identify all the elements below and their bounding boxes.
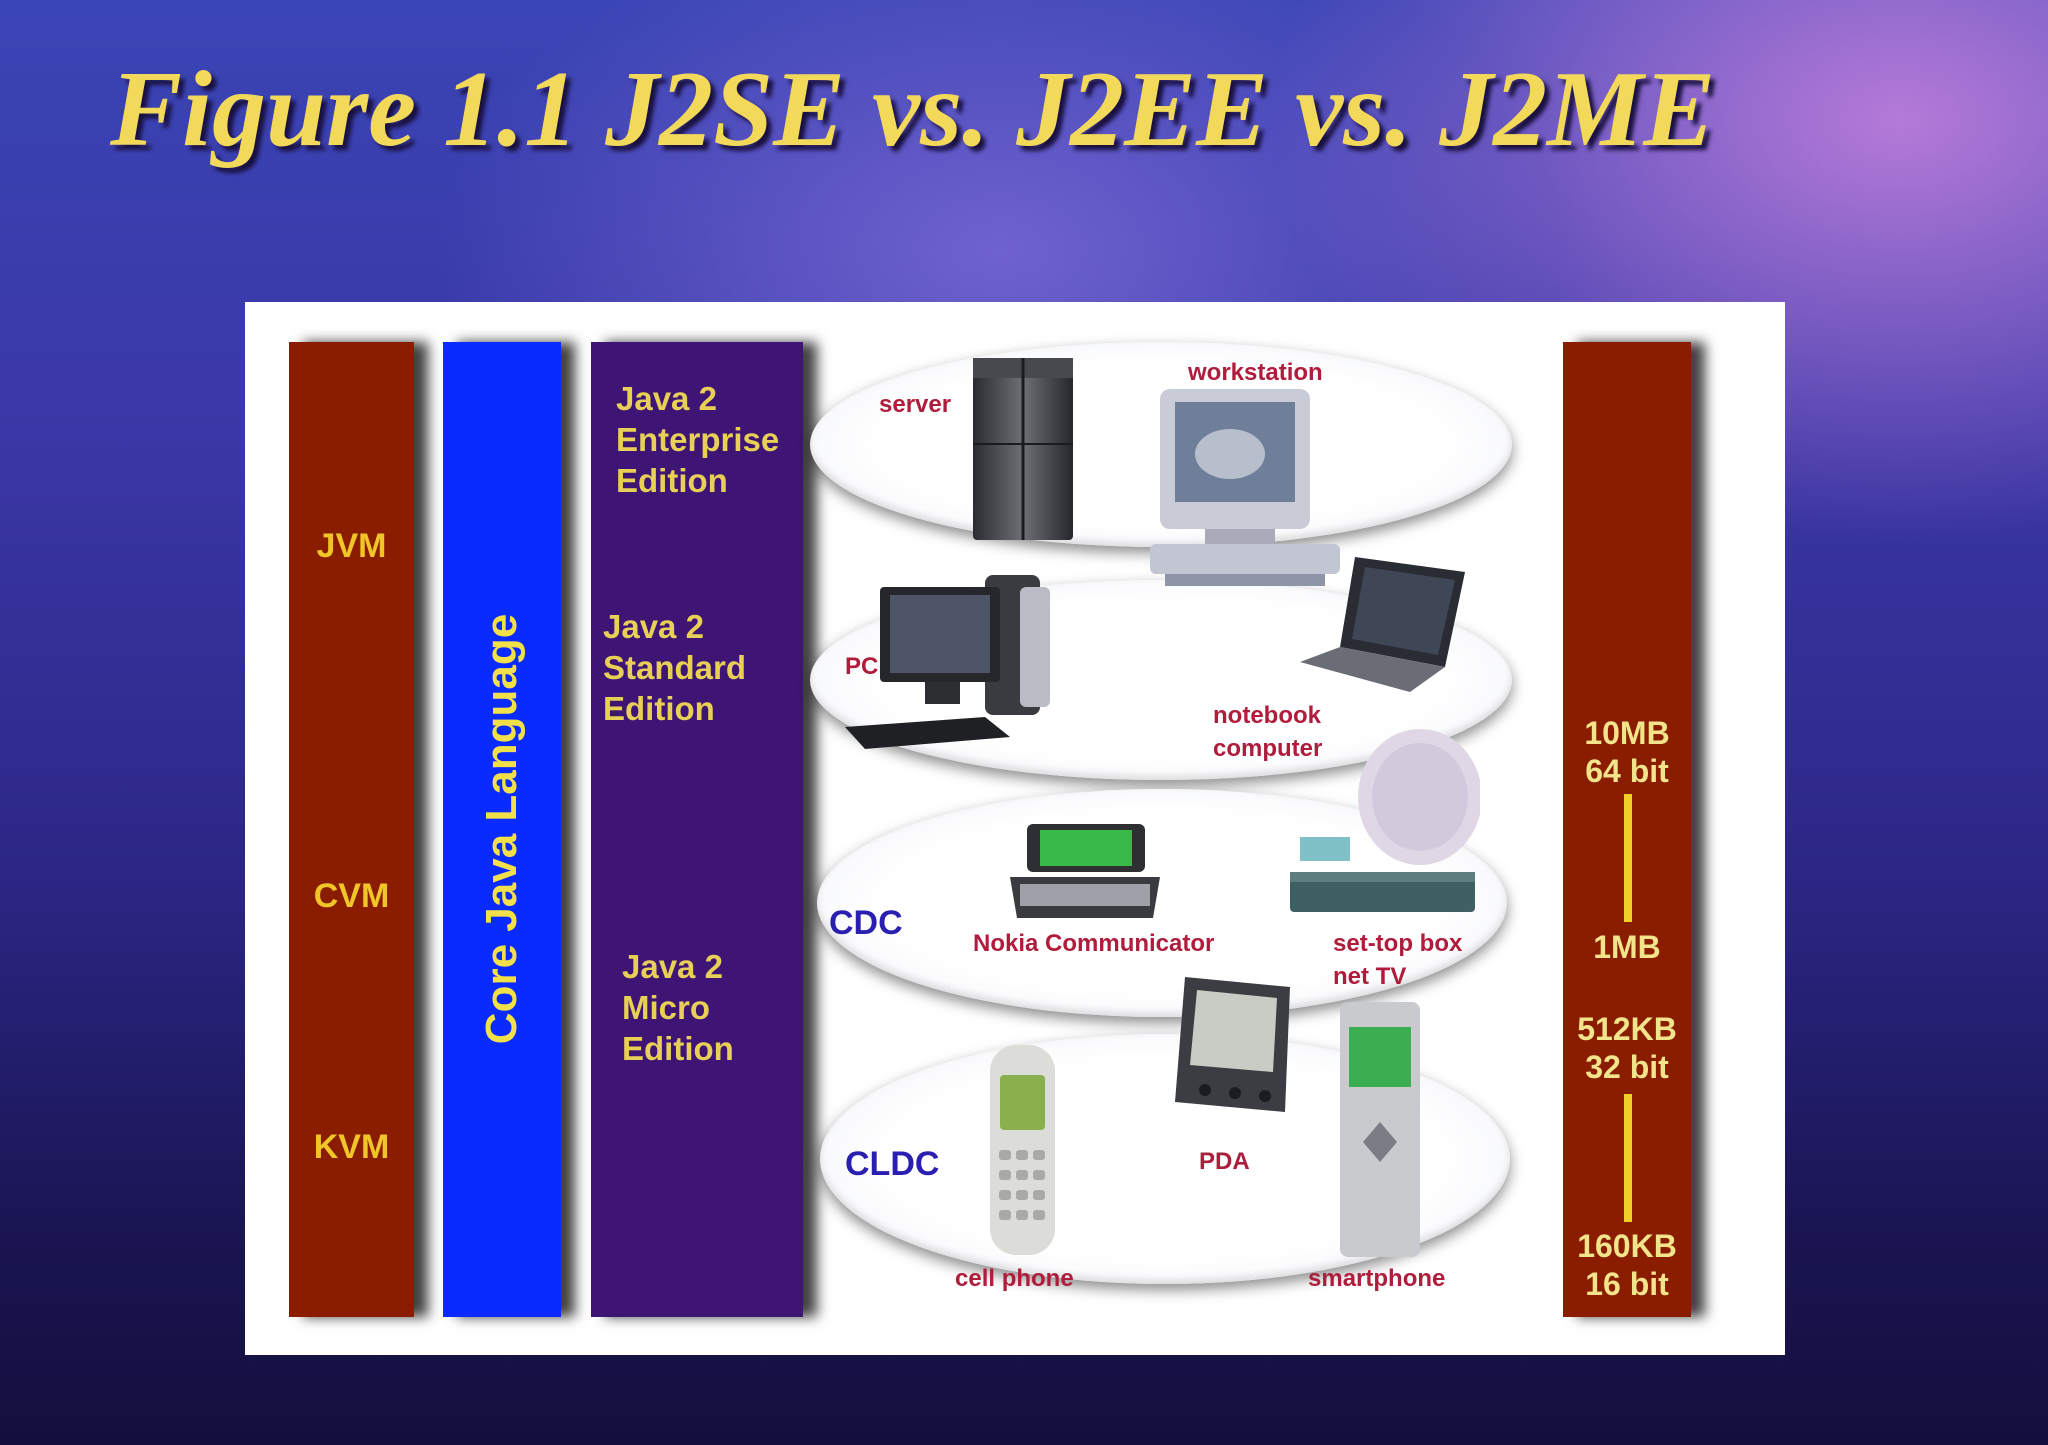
workstation-icon xyxy=(1150,389,1340,586)
pda-label: PDA xyxy=(1199,1148,1250,1175)
vm-bar xyxy=(289,342,414,1317)
cldc-label: CLDC xyxy=(845,1145,940,1183)
cdc-label: CDC xyxy=(829,904,903,942)
jvm-label: JVM xyxy=(316,527,387,565)
cvm-label: CVM xyxy=(313,877,390,915)
cell-phone-icon xyxy=(990,1045,1055,1255)
micro-edition-label: Java 2 Micro Edition xyxy=(622,948,734,1067)
workstation-label: workstation xyxy=(1188,359,1323,386)
pc-icon xyxy=(845,575,1050,749)
kvm-label: KVM xyxy=(313,1128,390,1166)
slide-title: Figure 1.1 J2SE vs. J2EE vs. J2ME xyxy=(110,50,1716,169)
server-label: server xyxy=(879,391,952,418)
notebook-icon xyxy=(1300,557,1465,692)
memory-512kb-label: 512KB 32 bit xyxy=(1577,1011,1677,1085)
cell-phone-label: cell phone xyxy=(955,1265,1074,1292)
java-editions-figure: JVM CVM KVM Core Java Language Java 2 En… xyxy=(245,302,1785,1355)
nokia-communicator-label: Nokia Communicator xyxy=(973,930,1215,957)
smartphone-label: smartphone xyxy=(1308,1265,1446,1292)
memory-1mb-label: 1MB xyxy=(1593,929,1661,965)
editions-bar xyxy=(591,342,803,1317)
set-top-box-label: set-top box net TV xyxy=(1333,930,1463,990)
pda-icon xyxy=(1175,977,1290,1112)
memory-range-line-upper xyxy=(1624,794,1632,922)
enterprise-edition-label: Java 2 Enterprise Edition xyxy=(616,380,780,499)
memory-160kb-label: 160KB 16 bit xyxy=(1577,1228,1677,1302)
server-icon xyxy=(973,358,1073,540)
smartphone-icon xyxy=(1340,1002,1420,1257)
core-language-label: Core Java Language xyxy=(477,613,526,1045)
memory-10mb-label: 10MB 64 bit xyxy=(1584,715,1670,789)
nokia-communicator-icon xyxy=(1010,824,1160,918)
notebook-label: notebook computer xyxy=(1213,702,1323,762)
set-top-box-icon xyxy=(1290,729,1480,912)
pc-label: PC xyxy=(845,653,879,680)
core-language-bar xyxy=(443,342,561,1317)
memory-range-line-lower xyxy=(1624,1094,1632,1222)
standard-edition-label: Java 2 Standard Edition xyxy=(603,608,747,727)
